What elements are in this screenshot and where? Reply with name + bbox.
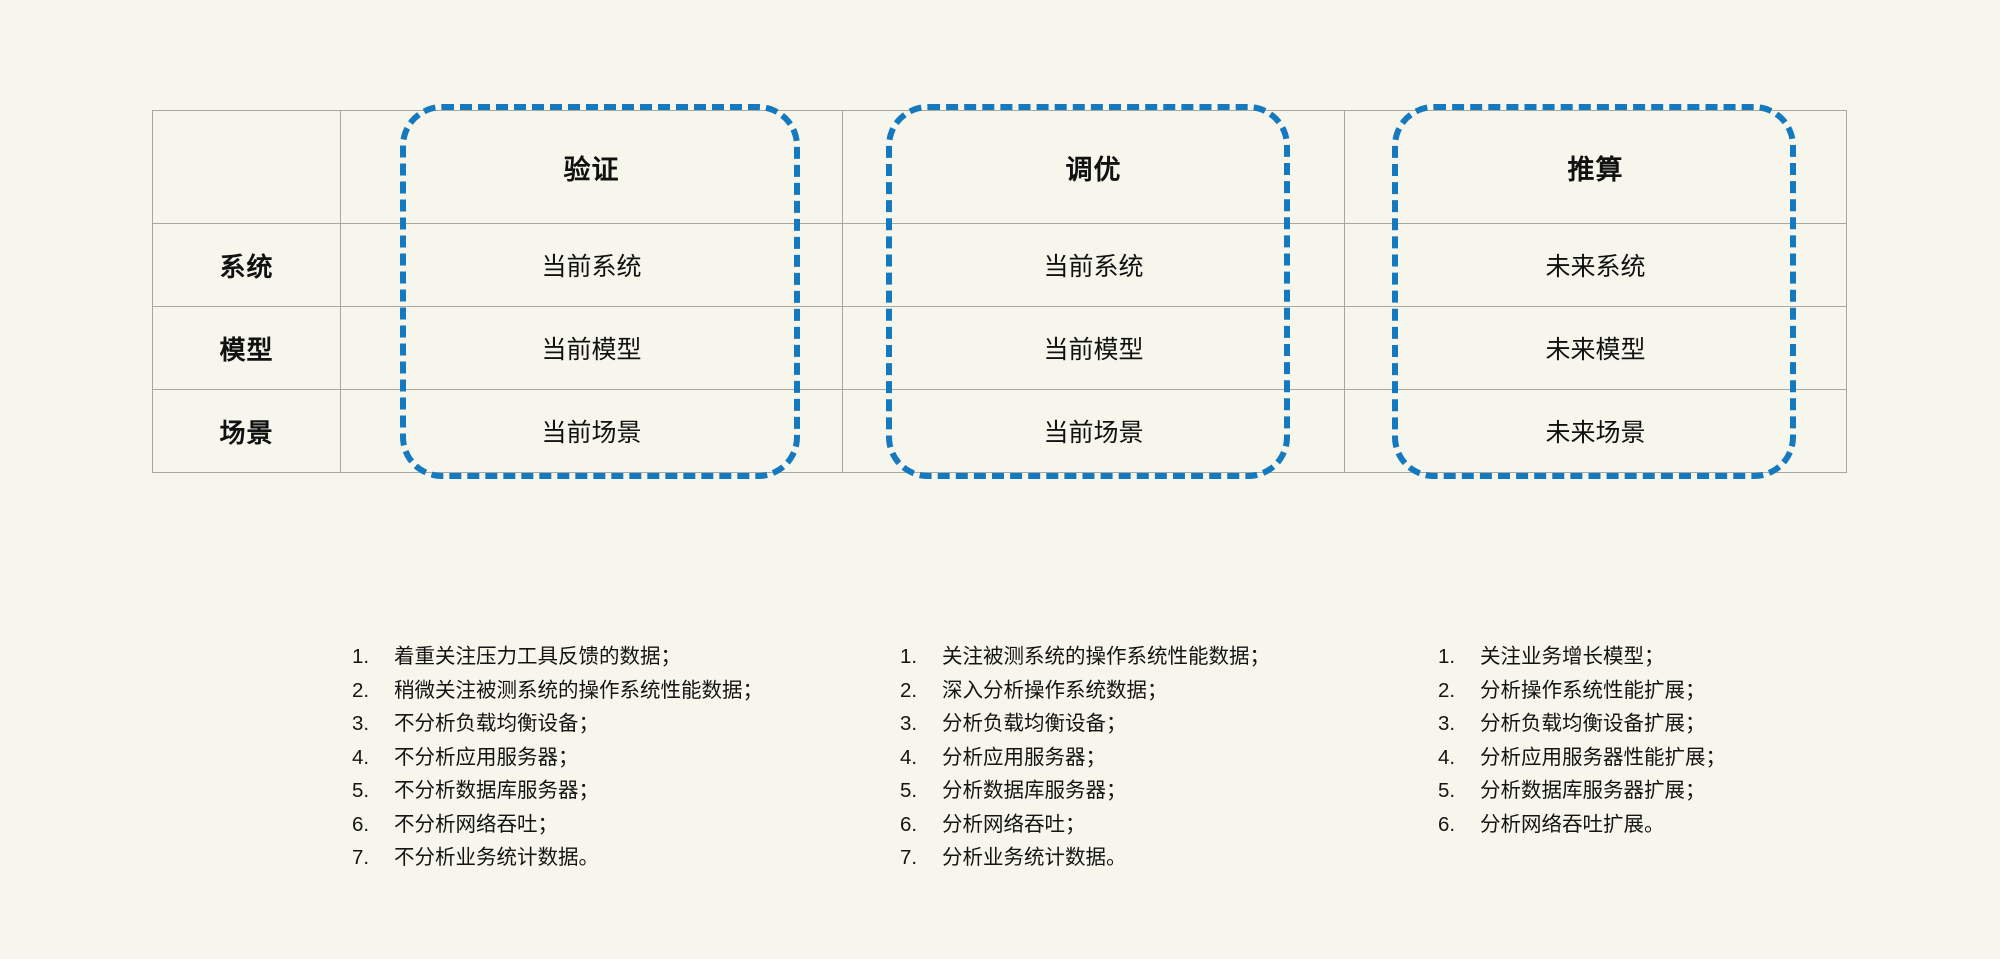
list-item-number: 4. xyxy=(352,745,370,769)
list-item: 1. 关注业务增长模型； xyxy=(1438,640,1726,674)
list-item: 3. 分析负载均衡设备； xyxy=(900,707,1270,741)
list-item-number: 5. xyxy=(900,779,918,802)
list-item-number: 1. xyxy=(352,645,370,668)
cell-system-projection: 未来系统 xyxy=(1344,223,1847,307)
list-item-number: 2. xyxy=(1438,678,1456,702)
list-item-number: 7. xyxy=(352,846,370,869)
table-header-row: 验证 调优 推算 xyxy=(152,110,1847,224)
list-item: 1. 着重关注压力工具反馈的数据； xyxy=(352,640,763,674)
note-list: 1. 着重关注压力工具反馈的数据； 2. 稍微关注被测系统的操作系统性能数据； … xyxy=(352,640,763,875)
list-item-number: 6. xyxy=(900,812,918,836)
list-item-number: 3. xyxy=(1438,712,1456,735)
list-item-text: 不分析负载均衡设备； xyxy=(394,712,599,735)
list-item-number: 3. xyxy=(900,712,918,735)
list-item: 5. 分析数据库服务器扩展； xyxy=(1438,774,1726,808)
list-item-text: 分析负载均衡设备扩展； xyxy=(1480,712,1706,735)
list-item-number: 2. xyxy=(352,678,370,702)
list-item-number: 1. xyxy=(1438,645,1456,668)
row-header-scenario: 场景 xyxy=(152,389,341,473)
table-row: 场景 当前场景 当前场景 未来场景 xyxy=(152,389,1847,473)
list-item: 2. 深入分析操作系统数据； xyxy=(900,674,1270,708)
list-item-text: 不分析数据库服务器； xyxy=(394,779,599,802)
list-item-text: 着重关注压力工具反馈的数据； xyxy=(394,645,681,668)
list-item-number: 6. xyxy=(352,812,370,836)
notes-column-tuning: 1. 关注被测系统的操作系统性能数据； 2. 深入分析操作系统数据； 3. 分析… xyxy=(900,640,1270,875)
list-item-text: 不分析网络吞吐； xyxy=(394,812,558,836)
list-item-text: 分析应用服务器性能扩展； xyxy=(1480,745,1726,769)
list-item: 6. 不分析网络吞吐； xyxy=(352,808,763,842)
list-item-number: 2. xyxy=(900,678,918,702)
list-item-text: 关注业务增长模型； xyxy=(1480,645,1665,668)
column-header-tuning: 调优 xyxy=(842,110,1345,224)
cell-scenario-verification: 当前场景 xyxy=(340,389,843,473)
list-item: 6. 分析网络吞吐扩展。 xyxy=(1438,808,1726,842)
list-item-number: 5. xyxy=(1438,779,1456,802)
list-item: 6. 分析网络吞吐； xyxy=(900,808,1270,842)
cell-system-tuning: 当前系统 xyxy=(842,223,1345,307)
list-item-number: 7. xyxy=(900,846,918,869)
list-item: 4. 分析应用服务器性能扩展； xyxy=(1438,741,1726,775)
note-list: 1. 关注被测系统的操作系统性能数据； 2. 深入分析操作系统数据； 3. 分析… xyxy=(900,640,1270,875)
list-item: 4. 不分析应用服务器； xyxy=(352,741,763,775)
list-item: 2. 分析操作系统性能扩展； xyxy=(1438,674,1726,708)
list-item-text: 深入分析操作系统数据； xyxy=(942,678,1168,702)
table-row: 系统 当前系统 当前系统 未来系统 xyxy=(152,223,1847,307)
row-header-system: 系统 xyxy=(152,223,341,307)
performance-matrix-table: 验证 调优 推算 系统 当前系统 当前系统 未来系统 模型 当前模型 当前模型 … xyxy=(152,110,1847,473)
list-item-number: 4. xyxy=(900,745,918,769)
row-header-model: 模型 xyxy=(152,306,341,390)
list-item: 2. 稍微关注被测系统的操作系统性能数据； xyxy=(352,674,763,708)
column-header-verification: 验证 xyxy=(340,110,843,224)
list-item-text: 分析网络吞吐扩展。 xyxy=(1480,812,1665,836)
list-item-number: 1. xyxy=(900,645,918,668)
note-list: 1. 关注业务增长模型； 2. 分析操作系统性能扩展； 3. 分析负载均衡设备扩… xyxy=(1438,640,1726,841)
list-item-text: 分析应用服务器； xyxy=(942,745,1106,769)
list-item-text: 分析数据库服务器； xyxy=(942,779,1127,802)
list-item-text: 稍微关注被测系统的操作系统性能数据； xyxy=(394,678,763,702)
list-item: 3. 不分析负载均衡设备； xyxy=(352,707,763,741)
list-item: 7. 分析业务统计数据。 xyxy=(900,841,1270,875)
list-item-text: 分析负载均衡设备； xyxy=(942,712,1127,735)
list-item: 3. 分析负载均衡设备扩展； xyxy=(1438,707,1726,741)
table-row: 模型 当前模型 当前模型 未来模型 xyxy=(152,306,1847,390)
list-item-text: 不分析应用服务器； xyxy=(394,745,579,769)
list-item: 1. 关注被测系统的操作系统性能数据； xyxy=(900,640,1270,674)
notes-area: 1. 着重关注压力工具反馈的数据； 2. 稍微关注被测系统的操作系统性能数据； … xyxy=(0,640,2000,900)
cell-scenario-tuning: 当前场景 xyxy=(842,389,1345,473)
list-item-text: 分析数据库服务器扩展； xyxy=(1480,779,1706,802)
cell-model-tuning: 当前模型 xyxy=(842,306,1345,390)
list-item-number: 6. xyxy=(1438,812,1456,836)
notes-column-projection: 1. 关注业务增长模型； 2. 分析操作系统性能扩展； 3. 分析负载均衡设备扩… xyxy=(1438,640,1726,841)
list-item: 4. 分析应用服务器； xyxy=(900,741,1270,775)
cell-model-verification: 当前模型 xyxy=(340,306,843,390)
notes-column-verification: 1. 着重关注压力工具反馈的数据； 2. 稍微关注被测系统的操作系统性能数据； … xyxy=(352,640,763,875)
list-item: 5. 不分析数据库服务器； xyxy=(352,774,763,808)
list-item-text: 分析网络吞吐； xyxy=(942,812,1086,836)
list-item-text: 不分析业务统计数据。 xyxy=(394,846,599,869)
list-item: 5. 分析数据库服务器； xyxy=(900,774,1270,808)
cell-scenario-projection: 未来场景 xyxy=(1344,389,1847,473)
list-item: 7. 不分析业务统计数据。 xyxy=(352,841,763,875)
cell-model-projection: 未来模型 xyxy=(1344,306,1847,390)
list-item-number: 4. xyxy=(1438,745,1456,769)
column-header-projection: 推算 xyxy=(1344,110,1847,224)
list-item-number: 5. xyxy=(352,779,370,802)
list-item-number: 3. xyxy=(352,712,370,735)
table-corner-cell xyxy=(152,110,341,224)
list-item-text: 关注被测系统的操作系统性能数据； xyxy=(942,645,1270,668)
list-item-text: 分析操作系统性能扩展； xyxy=(1480,678,1706,702)
cell-system-verification: 当前系统 xyxy=(340,223,843,307)
list-item-text: 分析业务统计数据。 xyxy=(942,846,1127,869)
